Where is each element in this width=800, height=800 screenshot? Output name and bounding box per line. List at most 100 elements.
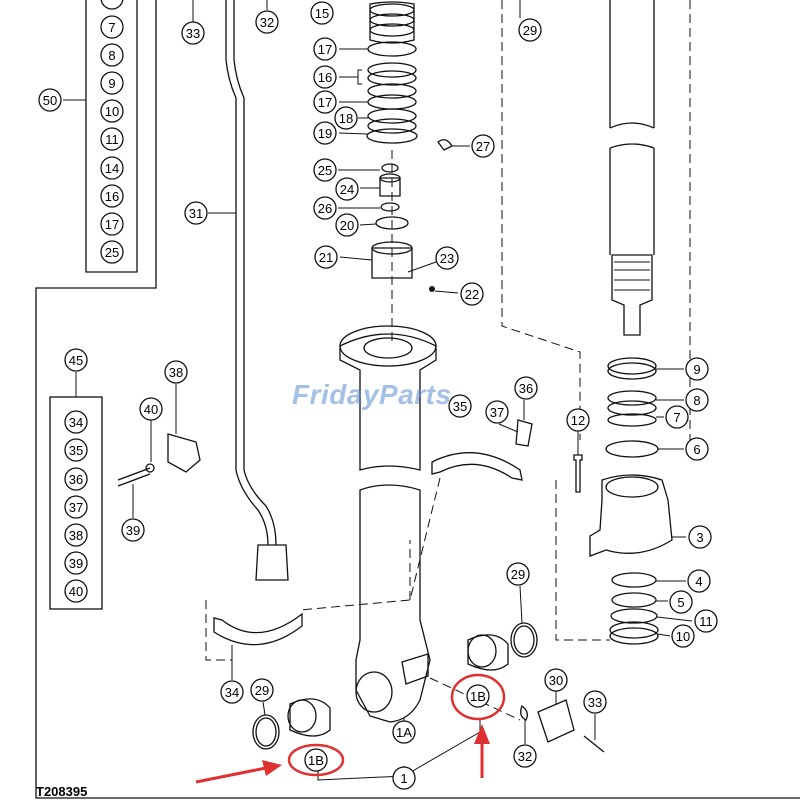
barrel-flange bbox=[339, 333, 437, 471]
callout-c15-label: 15 bbox=[315, 6, 329, 21]
left-stack-group bbox=[100, 0, 124, 10]
lead-37 bbox=[498, 423, 519, 433]
left-stack-callout-11-label: 11 bbox=[105, 132, 119, 147]
callout-c8: 8 bbox=[685, 388, 709, 412]
callout-c8-label: 8 bbox=[693, 393, 700, 408]
callout-c11: 11 bbox=[694, 609, 718, 633]
piston-15-groove bbox=[369, 13, 415, 27]
right-stack-callout-37: 37 bbox=[64, 495, 88, 519]
clamp-34 bbox=[213, 612, 303, 646]
cylinder-barrel-1A bbox=[339, 325, 437, 723]
callout-c35-label: 35 bbox=[453, 399, 467, 414]
piston-stack bbox=[366, 1, 453, 292]
left-stack-callout-16: 16 bbox=[100, 184, 124, 208]
left-stack-callout-17-label: 17 bbox=[105, 217, 119, 232]
left-stack-callout-25-label: 25 bbox=[105, 245, 119, 260]
right-stack-callout-34-label: 34 bbox=[69, 415, 83, 430]
callout-c35: 35 bbox=[448, 394, 472, 418]
nut-40 bbox=[145, 463, 155, 473]
piston-15-groove-b bbox=[369, 23, 415, 37]
gland-3 bbox=[589, 474, 673, 557]
left-stack-callout-7: 7 bbox=[100, 15, 124, 39]
gland-bore bbox=[605, 476, 659, 498]
left-stack-callout-14-label: 14 bbox=[105, 161, 119, 176]
callout-c17a: 17 bbox=[313, 37, 337, 61]
seal-29-low bbox=[252, 714, 280, 750]
callout-c30-label: 30 bbox=[549, 673, 563, 688]
right-stack-callout-40-label: 40 bbox=[69, 584, 83, 599]
callout-c29-top: 29 bbox=[518, 18, 542, 42]
callout-c24: 24 bbox=[335, 177, 359, 201]
callout-c10: 10 bbox=[671, 624, 695, 648]
callout-50: 50 bbox=[38, 88, 62, 112]
callout-c22: 22 bbox=[460, 282, 484, 306]
callout-c16-label: 16 bbox=[318, 70, 332, 85]
lead-23 bbox=[407, 261, 437, 273]
barrel-lower bbox=[355, 484, 431, 723]
ring-18 bbox=[367, 108, 417, 124]
outer-left-frame bbox=[35, 0, 800, 799]
callout-c26-label: 26 bbox=[318, 201, 332, 216]
right-stack-callout-40: 40 bbox=[64, 579, 88, 603]
ring-10 bbox=[609, 621, 659, 639]
tube-fitting bbox=[255, 544, 289, 581]
ring-8 bbox=[607, 390, 657, 406]
screw-22 bbox=[429, 286, 435, 292]
callout-c19: 19 bbox=[313, 121, 337, 145]
left-stack-callout-17: 17 bbox=[100, 212, 124, 236]
callout-c5: 5 bbox=[669, 590, 693, 614]
callout-c3-label: 3 bbox=[696, 530, 703, 545]
seal-4 bbox=[611, 572, 657, 588]
callout-c33-low-label: 33 bbox=[588, 695, 602, 710]
ring-18-b bbox=[367, 118, 417, 134]
block-38 bbox=[167, 433, 201, 473]
callout-c24-label: 24 bbox=[340, 182, 354, 197]
callout-c1A-label: 1A bbox=[396, 725, 412, 740]
right-stack-callout-35: 35 bbox=[64, 438, 88, 462]
bolt-39 bbox=[117, 467, 151, 487]
callout-c40: 40 bbox=[139, 397, 163, 421]
callout-c33-top: 33 bbox=[181, 21, 205, 45]
callout-c29-mid-label: 29 bbox=[511, 567, 525, 582]
right-stack-callout-38-label: 38 bbox=[69, 528, 83, 543]
lead-21 bbox=[339, 256, 373, 261]
right-stack-callout-38: 38 bbox=[64, 523, 88, 547]
seal-9 bbox=[607, 357, 657, 375]
left-stack-callout-8-label: 8 bbox=[108, 48, 115, 63]
callout-c23: 23 bbox=[435, 246, 459, 270]
callout-c39-label: 39 bbox=[126, 523, 140, 538]
ring-26 bbox=[380, 202, 400, 212]
left-stack-callout-25: 25 bbox=[100, 240, 124, 264]
ring-11 bbox=[610, 608, 658, 624]
seal-29-mid-inner bbox=[513, 625, 535, 655]
left-stack-callout-9-label: 9 bbox=[108, 76, 115, 91]
highlight-1B-right bbox=[450, 673, 506, 721]
left-stack-callout-7-label: 7 bbox=[108, 20, 115, 35]
right-stack-callout-37-label: 37 bbox=[69, 500, 83, 515]
bushing-1B-left bbox=[289, 698, 331, 737]
lead-29-mid bbox=[519, 585, 523, 624]
callout-c23-label: 23 bbox=[440, 251, 454, 266]
callout-c19-label: 19 bbox=[318, 126, 332, 141]
left-stack-callout-10-label: 10 bbox=[105, 104, 119, 119]
callout-c36-label: 36 bbox=[519, 381, 533, 396]
callout-c32-low-label: 32 bbox=[518, 749, 532, 764]
callout-c29-top-label: 29 bbox=[523, 23, 537, 38]
bolt-36 bbox=[515, 419, 533, 447]
callout-c34-label: 34 bbox=[225, 685, 239, 700]
callout-c29-mid: 29 bbox=[506, 562, 530, 586]
piston-rod bbox=[609, 0, 655, 336]
ring-10-b bbox=[609, 627, 659, 645]
callout-c11-label: 11 bbox=[699, 614, 713, 629]
callout-45-label: 45 bbox=[69, 353, 83, 368]
callout-c18-label: 18 bbox=[339, 111, 353, 126]
callout-c38: 38 bbox=[164, 360, 188, 384]
callout-c9: 9 bbox=[685, 357, 709, 381]
callout-c33-top-label: 33 bbox=[186, 26, 200, 41]
right-stack-callout-36: 36 bbox=[64, 467, 88, 491]
parts-kit-frame-50 bbox=[85, 0, 138, 273]
callout-c37-label: 37 bbox=[490, 405, 504, 420]
right-stack-callout-35-label: 35 bbox=[69, 443, 83, 458]
